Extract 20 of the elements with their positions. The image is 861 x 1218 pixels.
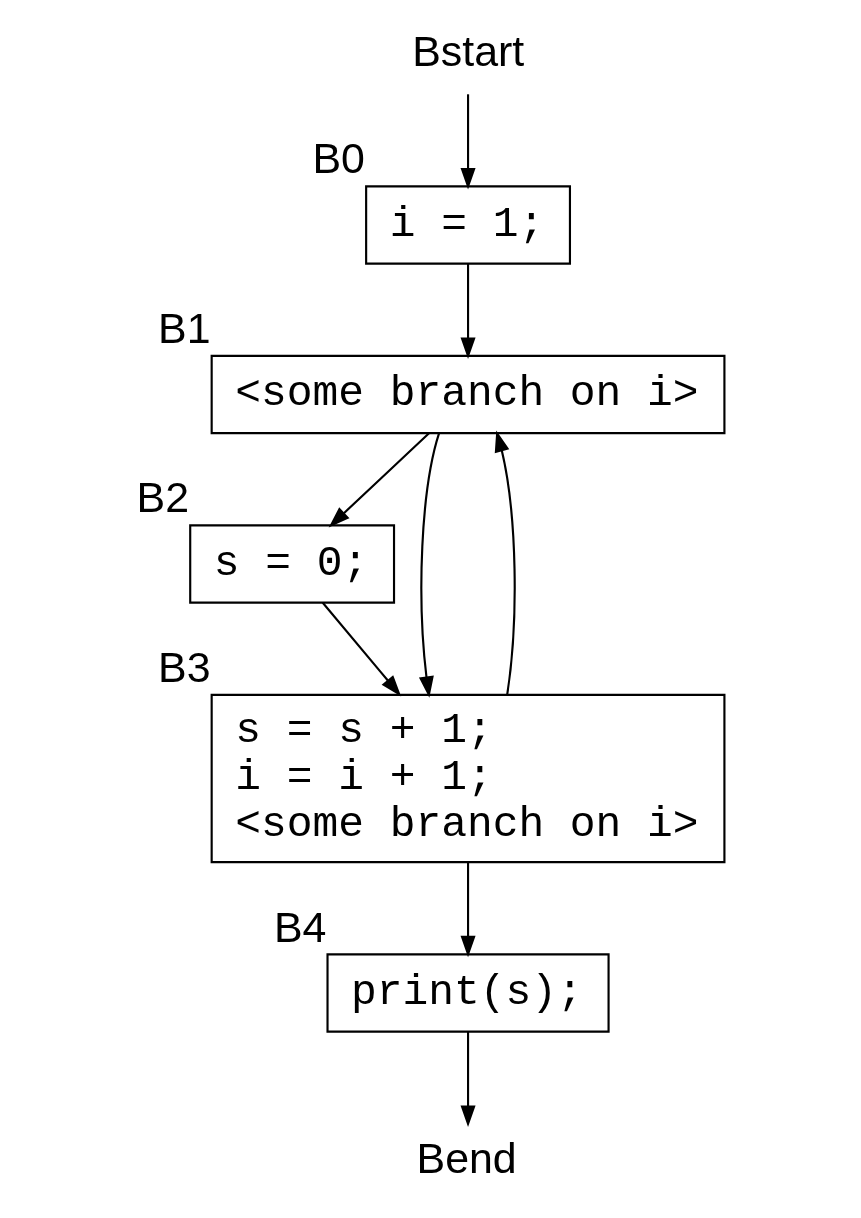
arrow (460, 862, 476, 958)
node-label: B0 (312, 134, 365, 183)
node-text: Bend (416, 1134, 517, 1183)
node-box: i = 1; (365, 185, 572, 265)
node-box: s = 0; (189, 524, 396, 604)
arrow (460, 1031, 476, 1128)
node-text: Bstart (412, 27, 525, 76)
node-label: B1 (158, 303, 211, 352)
node-label: B4 (273, 902, 327, 951)
node-label: B3 (158, 642, 211, 691)
arrow (328, 432, 430, 528)
arrow (460, 263, 476, 359)
node-box: s = s + 1; i = i + 1; <some branch on i> (210, 693, 726, 864)
arrow (460, 94, 476, 190)
arrow (321, 602, 402, 697)
arrow (418, 433, 440, 698)
node-box: <some branch on i> (210, 354, 726, 435)
node-label: B2 (136, 473, 190, 522)
arrow (494, 430, 516, 695)
node-box: print(s); (326, 953, 610, 1033)
